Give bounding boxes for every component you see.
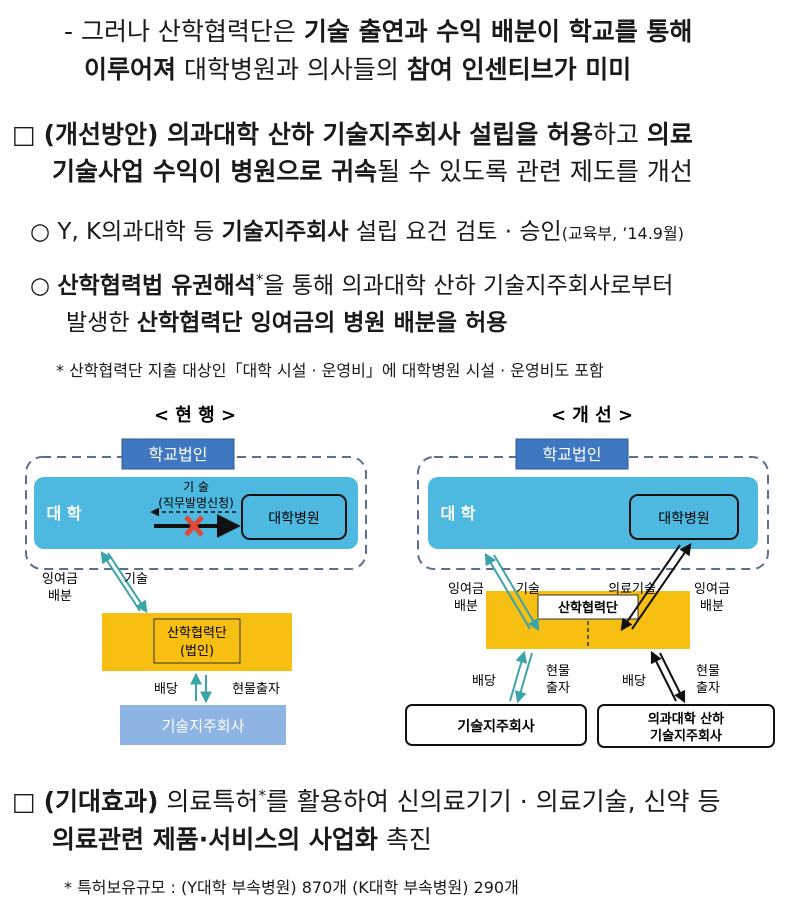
current-title: < 현 행 > bbox=[154, 405, 236, 426]
footnote-2: * 특허보유규모 : (Y대학 부속병원) 870개 (K대학 부속병원) 29… bbox=[64, 878, 519, 897]
svg-text:기술: 기술 bbox=[516, 582, 540, 597]
improved-hospital-surplus-arrow bbox=[631, 543, 692, 630]
current-hospital-box bbox=[241, 494, 347, 540]
svg-text:기술지주회사: 기술지주회사 bbox=[162, 717, 245, 735]
checkbox-square-icon: □ bbox=[12, 787, 36, 816]
svg-text:기술지주회사: 기술지주회사 bbox=[650, 728, 722, 744]
svg-text:배당: 배당 bbox=[472, 674, 496, 689]
current-surplus-arrow bbox=[100, 550, 141, 612]
svg-text:현물: 현물 bbox=[546, 664, 570, 679]
improved-medtech-arrow bbox=[620, 544, 681, 631]
svg-text:잉여금: 잉여금 bbox=[42, 572, 78, 587]
svg-text:현물출자: 현물출자 bbox=[232, 682, 280, 697]
svg-text:대 학: 대 학 bbox=[440, 504, 475, 523]
dash-line-1: - 그러나 산학협력단은 기술 출연과 수익 배분이 학교를 통해 bbox=[64, 17, 693, 46]
improved-school-box bbox=[515, 438, 629, 470]
improved-med-holding-box bbox=[597, 704, 775, 748]
improved-holding-box bbox=[405, 704, 587, 746]
checkbox-square-icon: □ bbox=[12, 120, 36, 149]
circle-bullet-icon: ○ bbox=[30, 273, 51, 299]
svg-text:잉여금: 잉여금 bbox=[694, 582, 730, 597]
svg-text:기술: 기술 bbox=[124, 572, 148, 587]
svg-text:(법인): (법인) bbox=[180, 644, 214, 659]
svg-text:출자: 출자 bbox=[696, 681, 720, 696]
svg-text:배분: 배분 bbox=[48, 589, 72, 604]
svg-text:대 학: 대 학 bbox=[46, 504, 81, 523]
dash-line-2: 이루어져 대학병원과 의사들의 참여 인센티브가 미미 bbox=[84, 55, 632, 84]
svg-text:기 술: 기 술 bbox=[183, 480, 209, 494]
svg-text:의료기술: 의료기술 bbox=[608, 582, 656, 597]
svg-text:대학병원: 대학병원 bbox=[268, 511, 320, 527]
current-school-box bbox=[121, 438, 235, 470]
footnote-1: * 산학협력단 지출 대상인「대학 시설 · 운영비」에 대학병원 시설 · 운… bbox=[56, 361, 604, 380]
effect-line-1: □ (기대효과) 의료특허*를 활용하여 신의료기기 · 의료기술, 신약 등 bbox=[12, 786, 721, 816]
improved-tech-arrow bbox=[493, 554, 540, 632]
svg-text:대학병원: 대학병원 bbox=[658, 511, 710, 527]
svg-text:출자: 출자 bbox=[546, 681, 570, 696]
svg-text:배당: 배당 bbox=[154, 682, 178, 697]
svg-text:산학협력단: 산학협력단 bbox=[167, 626, 227, 641]
improved-inkind2-arrow bbox=[659, 652, 686, 704]
circle-bullet-2-line-1: ○ 산학협력법 유권해석*을 통해 의과대학 산하 기술지주회사로부터 bbox=[30, 270, 674, 299]
current-holding-box bbox=[120, 705, 286, 745]
circle-bullet-2-line-2: 발생한 산학협력단 잉여금의 병원 배분을 허용 bbox=[66, 310, 508, 336]
svg-text:학교법인: 학교법인 bbox=[543, 445, 602, 464]
improved-dividend-arrow bbox=[509, 650, 528, 702]
improve-line-2: 기술사업 수익이 병원으로 귀속될 수 있도록 관련 제도를 개선 bbox=[52, 157, 693, 186]
improved-hospital-box bbox=[629, 494, 739, 540]
svg-text:배분: 배분 bbox=[700, 599, 724, 614]
svg-text:학교법인: 학교법인 bbox=[149, 445, 208, 464]
improved-inkind-arrow bbox=[514, 652, 533, 704]
improved-dividend2-arrow bbox=[650, 650, 677, 702]
circle-bullet-icon: ○ bbox=[30, 219, 51, 245]
svg-text:현물: 현물 bbox=[696, 664, 720, 679]
improved-surplus-arrow bbox=[484, 552, 531, 630]
effect-line-2: 의료관련 제품·서비스의 사업화 촉진 bbox=[52, 825, 432, 854]
svg-text:산학협력단: 산학협력단 bbox=[558, 600, 618, 616]
comparison-diagram: < 현 행 > 학교법인 대 학 대학병원 기 술 (직무발명신청) 잉여금 배… bbox=[25, 405, 775, 748]
svg-text:배분: 배분 bbox=[454, 599, 478, 614]
improve-line-1: □ (개선방안) 의과대학 산하 기술지주회사 설립을 허용하고 의료 bbox=[12, 120, 693, 149]
svg-text:잉여금: 잉여금 bbox=[448, 582, 484, 597]
improved-title: < 개 선 > bbox=[551, 405, 633, 426]
svg-text:(직무발명신청): (직무발명신청) bbox=[158, 496, 234, 510]
blocked-cross-icon bbox=[184, 515, 204, 537]
svg-text:의과대학 산하: 의과대학 산하 bbox=[648, 711, 724, 727]
svg-text:기술지주회사: 기술지주회사 bbox=[457, 719, 534, 735]
svg-text:배당: 배당 bbox=[622, 674, 646, 689]
circle-bullet-1: ○ Y, K의과대학 등 기술지주회사 설립 요건 검토 · 승인(교육부, ’… bbox=[30, 219, 684, 245]
current-coop-box bbox=[102, 613, 292, 671]
current-tech-arrow bbox=[107, 552, 148, 614]
